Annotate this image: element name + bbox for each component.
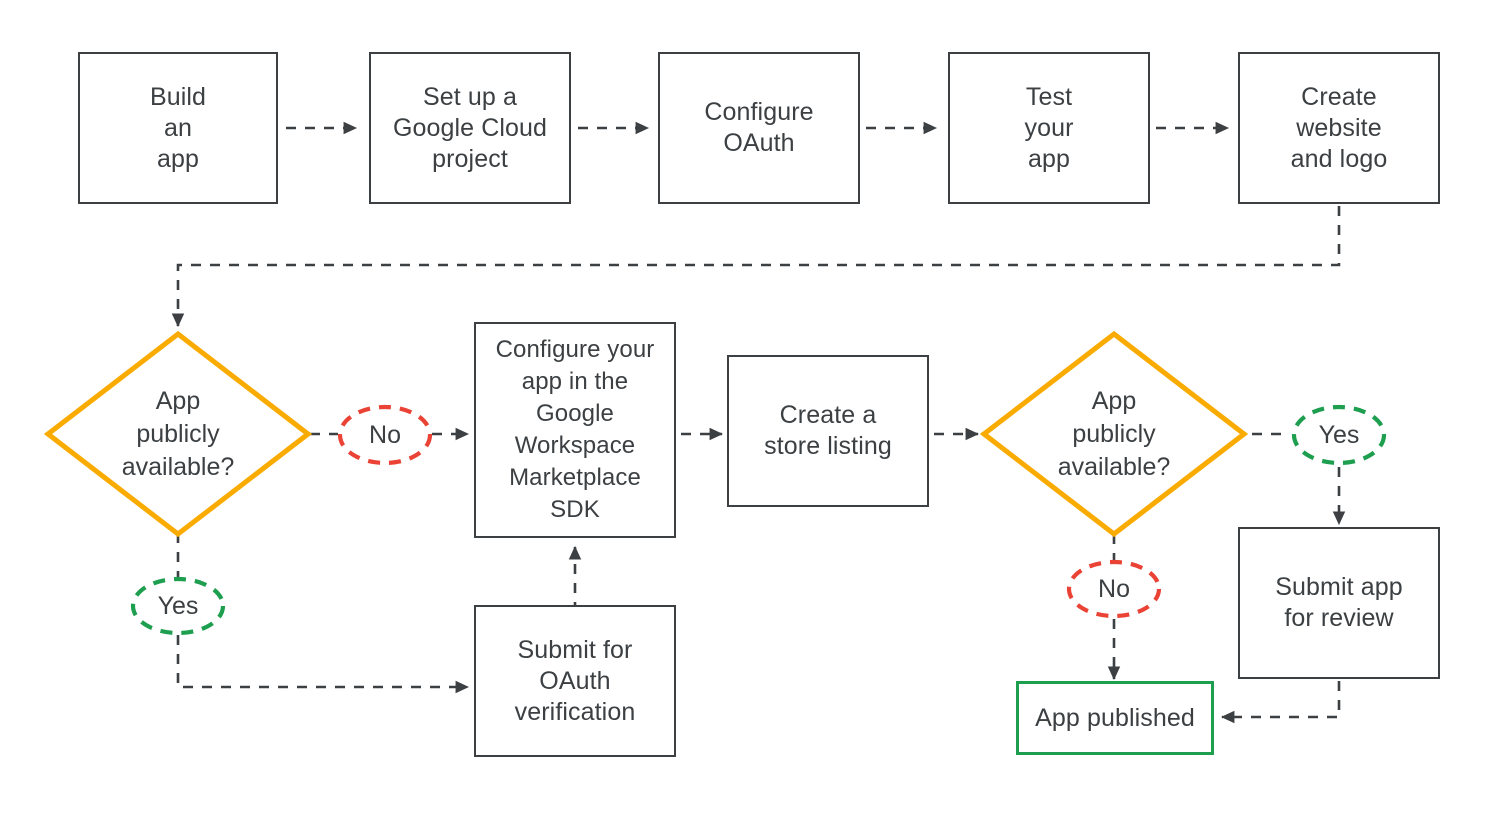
edge-website-to-decision1 bbox=[171, 206, 1341, 328]
node-configure-oauth[interactable]: Configure OAuth bbox=[658, 52, 860, 204]
node-label: Build an app bbox=[149, 82, 207, 173]
edge-label-yes-2: Yes bbox=[1290, 403, 1388, 467]
node-label: Configure OAuth bbox=[704, 98, 814, 157]
node-create-website-and-logo[interactable]: Create website and logo bbox=[1238, 52, 1440, 204]
node-decision-app-publicly-available-1[interactable]: App publicly available? bbox=[44, 330, 312, 538]
no-ellipse-shape bbox=[1066, 559, 1162, 619]
edge-label-text: No bbox=[1098, 575, 1130, 603]
node-label: App published bbox=[1035, 703, 1195, 732]
yes-ellipse-shape bbox=[1291, 404, 1387, 466]
edge-label-text: Yes bbox=[1318, 421, 1360, 449]
node-app-published[interactable]: App published bbox=[1016, 681, 1214, 755]
node-label: Submit app for review bbox=[1275, 573, 1403, 632]
node-label: Create website and logo bbox=[1290, 82, 1388, 173]
node-submit-for-oauth-verification[interactable]: Submit for OAuth verification bbox=[474, 605, 676, 757]
edge-label-text: No bbox=[369, 421, 401, 449]
diamond-shape bbox=[44, 330, 312, 538]
edge-review-to-published bbox=[1220, 681, 1341, 724]
node-label: App publicly available? bbox=[121, 386, 235, 481]
node-configure-app-in-marketplace-sdk[interactable]: Configure your app in the Google Workspa… bbox=[474, 322, 676, 538]
node-set-up-google-cloud-project[interactable]: Set up a Google Cloud project bbox=[369, 52, 571, 204]
edge-label-no-2: No bbox=[1065, 558, 1163, 620]
edge-label-text: Yes bbox=[157, 592, 199, 620]
node-label: Submit for OAuth verification bbox=[514, 635, 636, 726]
node-label: Test your app bbox=[1024, 82, 1074, 173]
node-label: Configure your app in the Google Workspa… bbox=[495, 336, 655, 523]
diamond-shape bbox=[980, 330, 1248, 538]
node-label: Create a store listing bbox=[764, 401, 892, 460]
edge-decision1-yes-b bbox=[176, 635, 470, 694]
node-label: App publicly available? bbox=[1057, 386, 1171, 481]
node-label: Set up a Google Cloud project bbox=[392, 82, 548, 173]
node-build-an-app[interactable]: Build an app bbox=[78, 52, 278, 204]
node-create-a-store-listing[interactable]: Create a store listing bbox=[727, 355, 929, 507]
node-test-your-app[interactable]: Test your app bbox=[948, 52, 1150, 204]
node-decision-app-publicly-available-2[interactable]: App publicly available? bbox=[980, 330, 1248, 538]
yes-ellipse-shape bbox=[130, 576, 226, 636]
edge-label-no-1: No bbox=[336, 403, 434, 467]
node-submit-app-for-review[interactable]: Submit app for review bbox=[1238, 527, 1440, 679]
no-ellipse-shape bbox=[337, 404, 433, 466]
edge-label-yes-1: Yes bbox=[129, 575, 227, 637]
